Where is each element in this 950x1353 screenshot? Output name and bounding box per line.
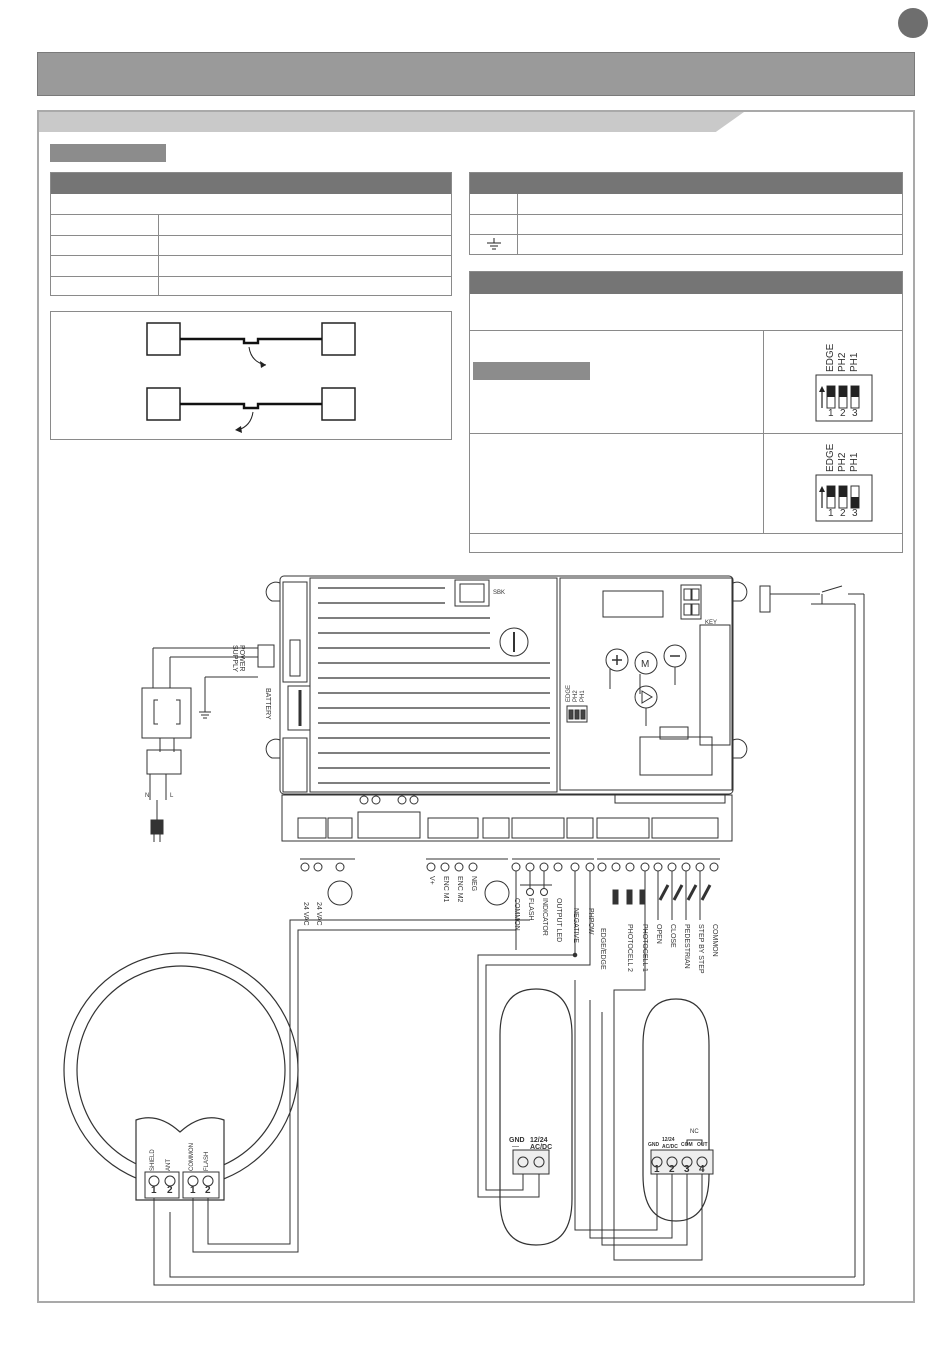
lamp-terminal-label: COMMON — [189, 1143, 195, 1171]
lamp-terminal-label: ANT — [166, 1159, 172, 1171]
terminal-label: PEDESTRIAN — [683, 924, 690, 969]
lamp-terminal-number: 2 — [205, 1185, 211, 1196]
svg-text:M: M — [641, 659, 649, 670]
warning-badge — [473, 362, 590, 380]
table-header — [51, 173, 451, 194]
board-button-label-edge: EDGE — [566, 684, 572, 702]
content-frame — [37, 110, 915, 1303]
rx-out-label: OUT — [697, 1142, 708, 1148]
mount-ear — [732, 581, 748, 602]
dip-switch-ph1-off — [815, 474, 873, 522]
terminal-label: OPEN — [655, 924, 662, 944]
mount-ear — [265, 738, 281, 759]
terminal-label: PHPOW — [587, 908, 594, 935]
terminal-label: NEGATIVE — [572, 908, 579, 943]
control-board — [279, 575, 734, 795]
tx-gnd-label: GND — [509, 1137, 525, 1144]
table-header — [470, 272, 902, 294]
photocell-rx — [642, 998, 710, 1222]
sbk-label: SBK — [493, 590, 506, 596]
dip-switch-table — [469, 271, 903, 553]
terminal-label: FLASH — [527, 898, 534, 921]
tx-minus-label: — — [512, 1143, 519, 1150]
dip-number-1: 1 — [828, 508, 834, 519]
ground-icon — [487, 238, 501, 250]
power-supply-label: POWER SUPPLY — [231, 645, 245, 673]
warning-badge — [50, 144, 166, 162]
mount-ear — [265, 581, 281, 602]
photocell-tx — [499, 988, 573, 1246]
table-header — [470, 173, 902, 194]
transformer — [141, 687, 192, 739]
heatsink — [309, 577, 558, 793]
lamp-terminal-number: 1 — [190, 1185, 196, 1196]
rx-com-label: COM — [681, 1142, 693, 1148]
board-button-label-ph1: PH1 — [580, 690, 586, 702]
terminal-label: 24 VAC — [302, 902, 309, 926]
title-bar — [37, 52, 915, 96]
terminal-label: PHOTOCELL 2 — [626, 924, 633, 972]
terminal-label: ENC M1 — [442, 876, 449, 903]
rx-gnd-label: GND — [648, 1142, 660, 1148]
lamp-terminal-number: 1 — [151, 1185, 157, 1196]
terminal-label: PHOTOCELL 1 — [641, 924, 648, 972]
page-number-badge — [898, 8, 928, 38]
dip-number-2: 2 — [840, 408, 846, 419]
lamp-terminal-label: FLASH — [204, 1151, 210, 1171]
tx-power-label: 12/24 AC/DC — [530, 1137, 553, 1151]
connection-example-diagram — [146, 322, 356, 433]
terminal-label: COMMON — [711, 924, 718, 957]
mains-label-n: N — [145, 793, 150, 799]
display — [602, 590, 664, 618]
terminal-label: NEG — [470, 876, 477, 892]
rx-nc-label: NC — [690, 1129, 699, 1135]
rx-terminal-number: 4 — [699, 1164, 705, 1175]
lamp-terminal-number: 2 — [167, 1185, 173, 1196]
rx-terminal-number: 1 — [654, 1164, 660, 1175]
mount-ear — [732, 738, 748, 759]
section-header-band — [39, 112, 744, 132]
dip-switch-all-on — [815, 374, 873, 422]
terminal-label: 24 VAC — [315, 902, 322, 926]
rx-power-label: 12/24 AC/DC — [662, 1137, 678, 1150]
terminal-label: COMMON — [513, 898, 520, 931]
dip-number-3: 3 — [852, 408, 858, 419]
terminal-label: ENC M2 — [456, 876, 463, 903]
key-connector — [680, 584, 702, 620]
terminal-label: STEP BY STEP — [697, 924, 704, 974]
battery-label: BATTERY — [264, 688, 271, 720]
lamp-terminal-label: SHIELD — [150, 1149, 156, 1171]
ground-table — [469, 172, 903, 255]
mains-label-l: L — [170, 793, 174, 799]
terminal-label: V+ — [428, 876, 435, 885]
plus-button — [605, 648, 629, 672]
dip-number-1: 1 — [828, 408, 834, 419]
connection-example-box — [50, 311, 452, 440]
menu-button — [634, 651, 658, 675]
terminal-label: OUTPUT LED — [555, 898, 562, 943]
board-button-label-ph2: PH2 — [573, 690, 579, 702]
rx-terminal-number: 3 — [684, 1164, 690, 1175]
terminal-label: EDGE/EDGE — [599, 928, 606, 970]
wiring-spec-table — [50, 172, 452, 296]
dip-number-3: 3 — [852, 508, 858, 519]
key-label: KEY — [705, 620, 718, 626]
terminal-label: CLOSE — [669, 924, 676, 948]
terminal-label: INDICATOR — [541, 898, 548, 936]
rx-terminal-number: 2 — [669, 1164, 675, 1175]
dip-number-2: 2 — [840, 508, 846, 519]
